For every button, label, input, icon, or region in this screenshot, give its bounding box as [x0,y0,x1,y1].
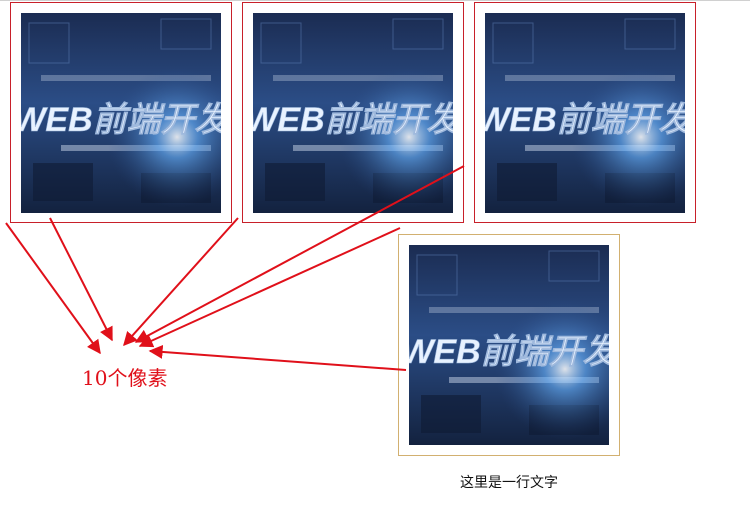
arrow-from-box4-left [148,344,407,371]
arrow-from-box4-left-top [138,227,401,348]
thumbnail-title: WEB前端开发 [21,101,221,139]
image-box-4: WEB前端开发 [398,234,620,456]
thumbnail-title: WEB前端开发 [253,101,453,139]
margin-label: 10个像素 [82,366,168,390]
web-frontend-thumbnail: WEB前端开发 [485,13,685,213]
arrow-from-box3-left [134,165,465,343]
web-frontend-thumbnail: WEB前端开发 [409,245,609,445]
caption-text: 这里是一行文字 [460,475,558,491]
thumbnail-title: WEB前端开发 [409,333,609,371]
thumbnail-title: WEB前端开发 [485,101,685,139]
top-divider [0,0,750,1]
image-box-1: WEB前端开发 [10,2,232,223]
web-frontend-thumbnail: WEB前端开发 [21,13,221,213]
arrow-from-box1-left [5,222,101,355]
web-frontend-thumbnail: WEB前端开发 [253,13,453,213]
arrow-from-box2-left [123,217,239,347]
image-box-3: WEB前端开发 [474,2,696,223]
arrow-from-box1-inner [49,217,113,342]
